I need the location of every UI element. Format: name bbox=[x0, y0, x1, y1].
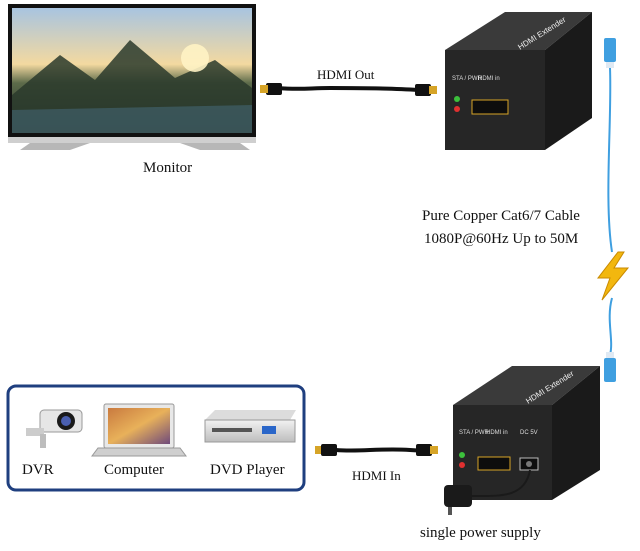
computer-laptop-icon bbox=[91, 403, 187, 457]
hdmi-in-label: HDMI In bbox=[352, 468, 401, 483]
dvr-label: DVR bbox=[22, 462, 54, 478]
hdmi-out-label: HDMI Out bbox=[317, 67, 375, 82]
extender-bottom-sta: STA / PWR bbox=[459, 430, 490, 436]
extender-bottom bbox=[453, 366, 600, 500]
extender-top-sta: STA / PWR bbox=[452, 76, 483, 82]
network-cable bbox=[604, 38, 616, 382]
monitor-base-bar bbox=[8, 137, 256, 143]
lightning-icon bbox=[596, 251, 630, 301]
power-adapter-icon bbox=[444, 469, 531, 515]
monitor bbox=[8, 4, 256, 150]
cable-spec-line1: Pure Copper Cat6/7 Cable bbox=[422, 208, 580, 224]
monitor-stand-right bbox=[180, 143, 250, 150]
extender-bottom-dc: DC 5V bbox=[520, 430, 538, 436]
extender-top-port: HDMI in bbox=[478, 76, 500, 82]
dvd-player-icon bbox=[204, 410, 296, 443]
power-supply-label: single power supply bbox=[420, 525, 541, 541]
dvr-camera-icon bbox=[26, 409, 83, 448]
monitor-label: Monitor bbox=[143, 160, 193, 176]
monitor-stand-left bbox=[20, 143, 90, 150]
cable-spec-line2: 1080P@60Hz Up to 50M bbox=[424, 231, 579, 247]
extender-top bbox=[445, 12, 592, 150]
dvd-player-label: DVD Player bbox=[210, 462, 285, 478]
hdmi-out-cable bbox=[260, 83, 437, 96]
hdmi-in-cable bbox=[315, 444, 438, 456]
extender-bottom-port: HDMI in bbox=[486, 430, 508, 436]
computer-label: Computer bbox=[104, 462, 164, 478]
